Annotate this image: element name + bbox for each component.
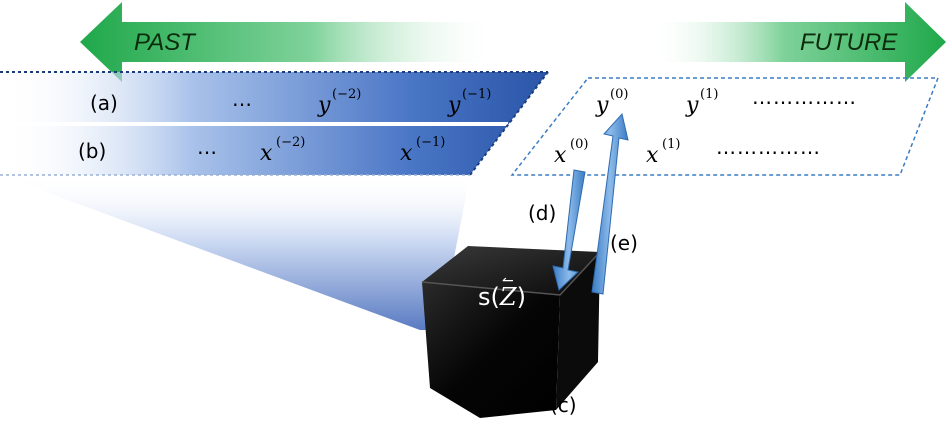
future-band	[510, 77, 940, 176]
y-1: y (1)	[685, 87, 718, 118]
svg-text:x: x	[400, 141, 413, 166]
link-d-label: (d)	[528, 201, 556, 225]
y-0: y (0)	[595, 87, 628, 118]
link-e-arrow	[591, 112, 629, 295]
cube-top-face	[422, 246, 600, 295]
svg-text:(1): (1)	[662, 137, 680, 152]
future-arrow-shape	[650, 2, 946, 82]
cube-c-label: (c)	[550, 393, 577, 417]
svg-text:y: y	[317, 93, 331, 118]
x-minus-1: x (−1)	[400, 135, 445, 166]
svg-text:(0): (0)	[570, 137, 588, 152]
svg-text:y: y	[595, 93, 609, 118]
cube-right-face	[556, 252, 600, 410]
past-band	[0, 71, 549, 176]
x-minus-2: x (−2)	[260, 135, 305, 166]
cube-label: s(Z)	[478, 283, 526, 311]
past-cone	[0, 175, 470, 330]
row-b-label: (b)	[78, 139, 106, 163]
svg-text:x: x	[260, 141, 273, 166]
row-a-future-dots: ……………	[752, 85, 857, 109]
svg-text:y: y	[685, 93, 699, 118]
past-arrow-shape	[80, 2, 500, 82]
past-arrow: PAST	[80, 2, 500, 82]
svg-text:x: x	[646, 143, 659, 168]
cube-front-face	[422, 282, 560, 418]
svg-text:(−1): (−1)	[416, 135, 445, 150]
svg-text:y: y	[447, 93, 461, 118]
row-b-future-dots: ……………	[716, 135, 821, 159]
y-minus-1: y (−1)	[447, 87, 491, 118]
cube-label-arrow: ↼	[502, 273, 514, 289]
svg-text:(−2): (−2)	[276, 135, 305, 150]
row-b-past-dots: …	[197, 135, 217, 159]
x-1: x (1)	[646, 137, 680, 168]
future-label: FUTURE	[800, 29, 898, 56]
row-a-past-dots: …	[232, 87, 252, 111]
y-minus-2: y (−2)	[317, 87, 361, 118]
past-label: PAST	[134, 29, 197, 56]
link-e-label: (e)	[610, 231, 638, 255]
state-cube: s(Z) ↼	[421, 246, 601, 418]
svg-text:x: x	[554, 143, 567, 168]
link-d-arrow	[552, 169, 586, 291]
svg-text:(−1): (−1)	[462, 87, 491, 102]
svg-text:(0): (0)	[610, 87, 628, 102]
row-a-label: (a)	[90, 91, 118, 115]
svg-text:(−2): (−2)	[332, 87, 361, 102]
svg-text:(1): (1)	[700, 87, 718, 102]
x-0: x (0)	[554, 137, 588, 168]
cube-edge-highlight	[421, 251, 601, 296]
future-arrow: FUTURE	[650, 2, 946, 82]
